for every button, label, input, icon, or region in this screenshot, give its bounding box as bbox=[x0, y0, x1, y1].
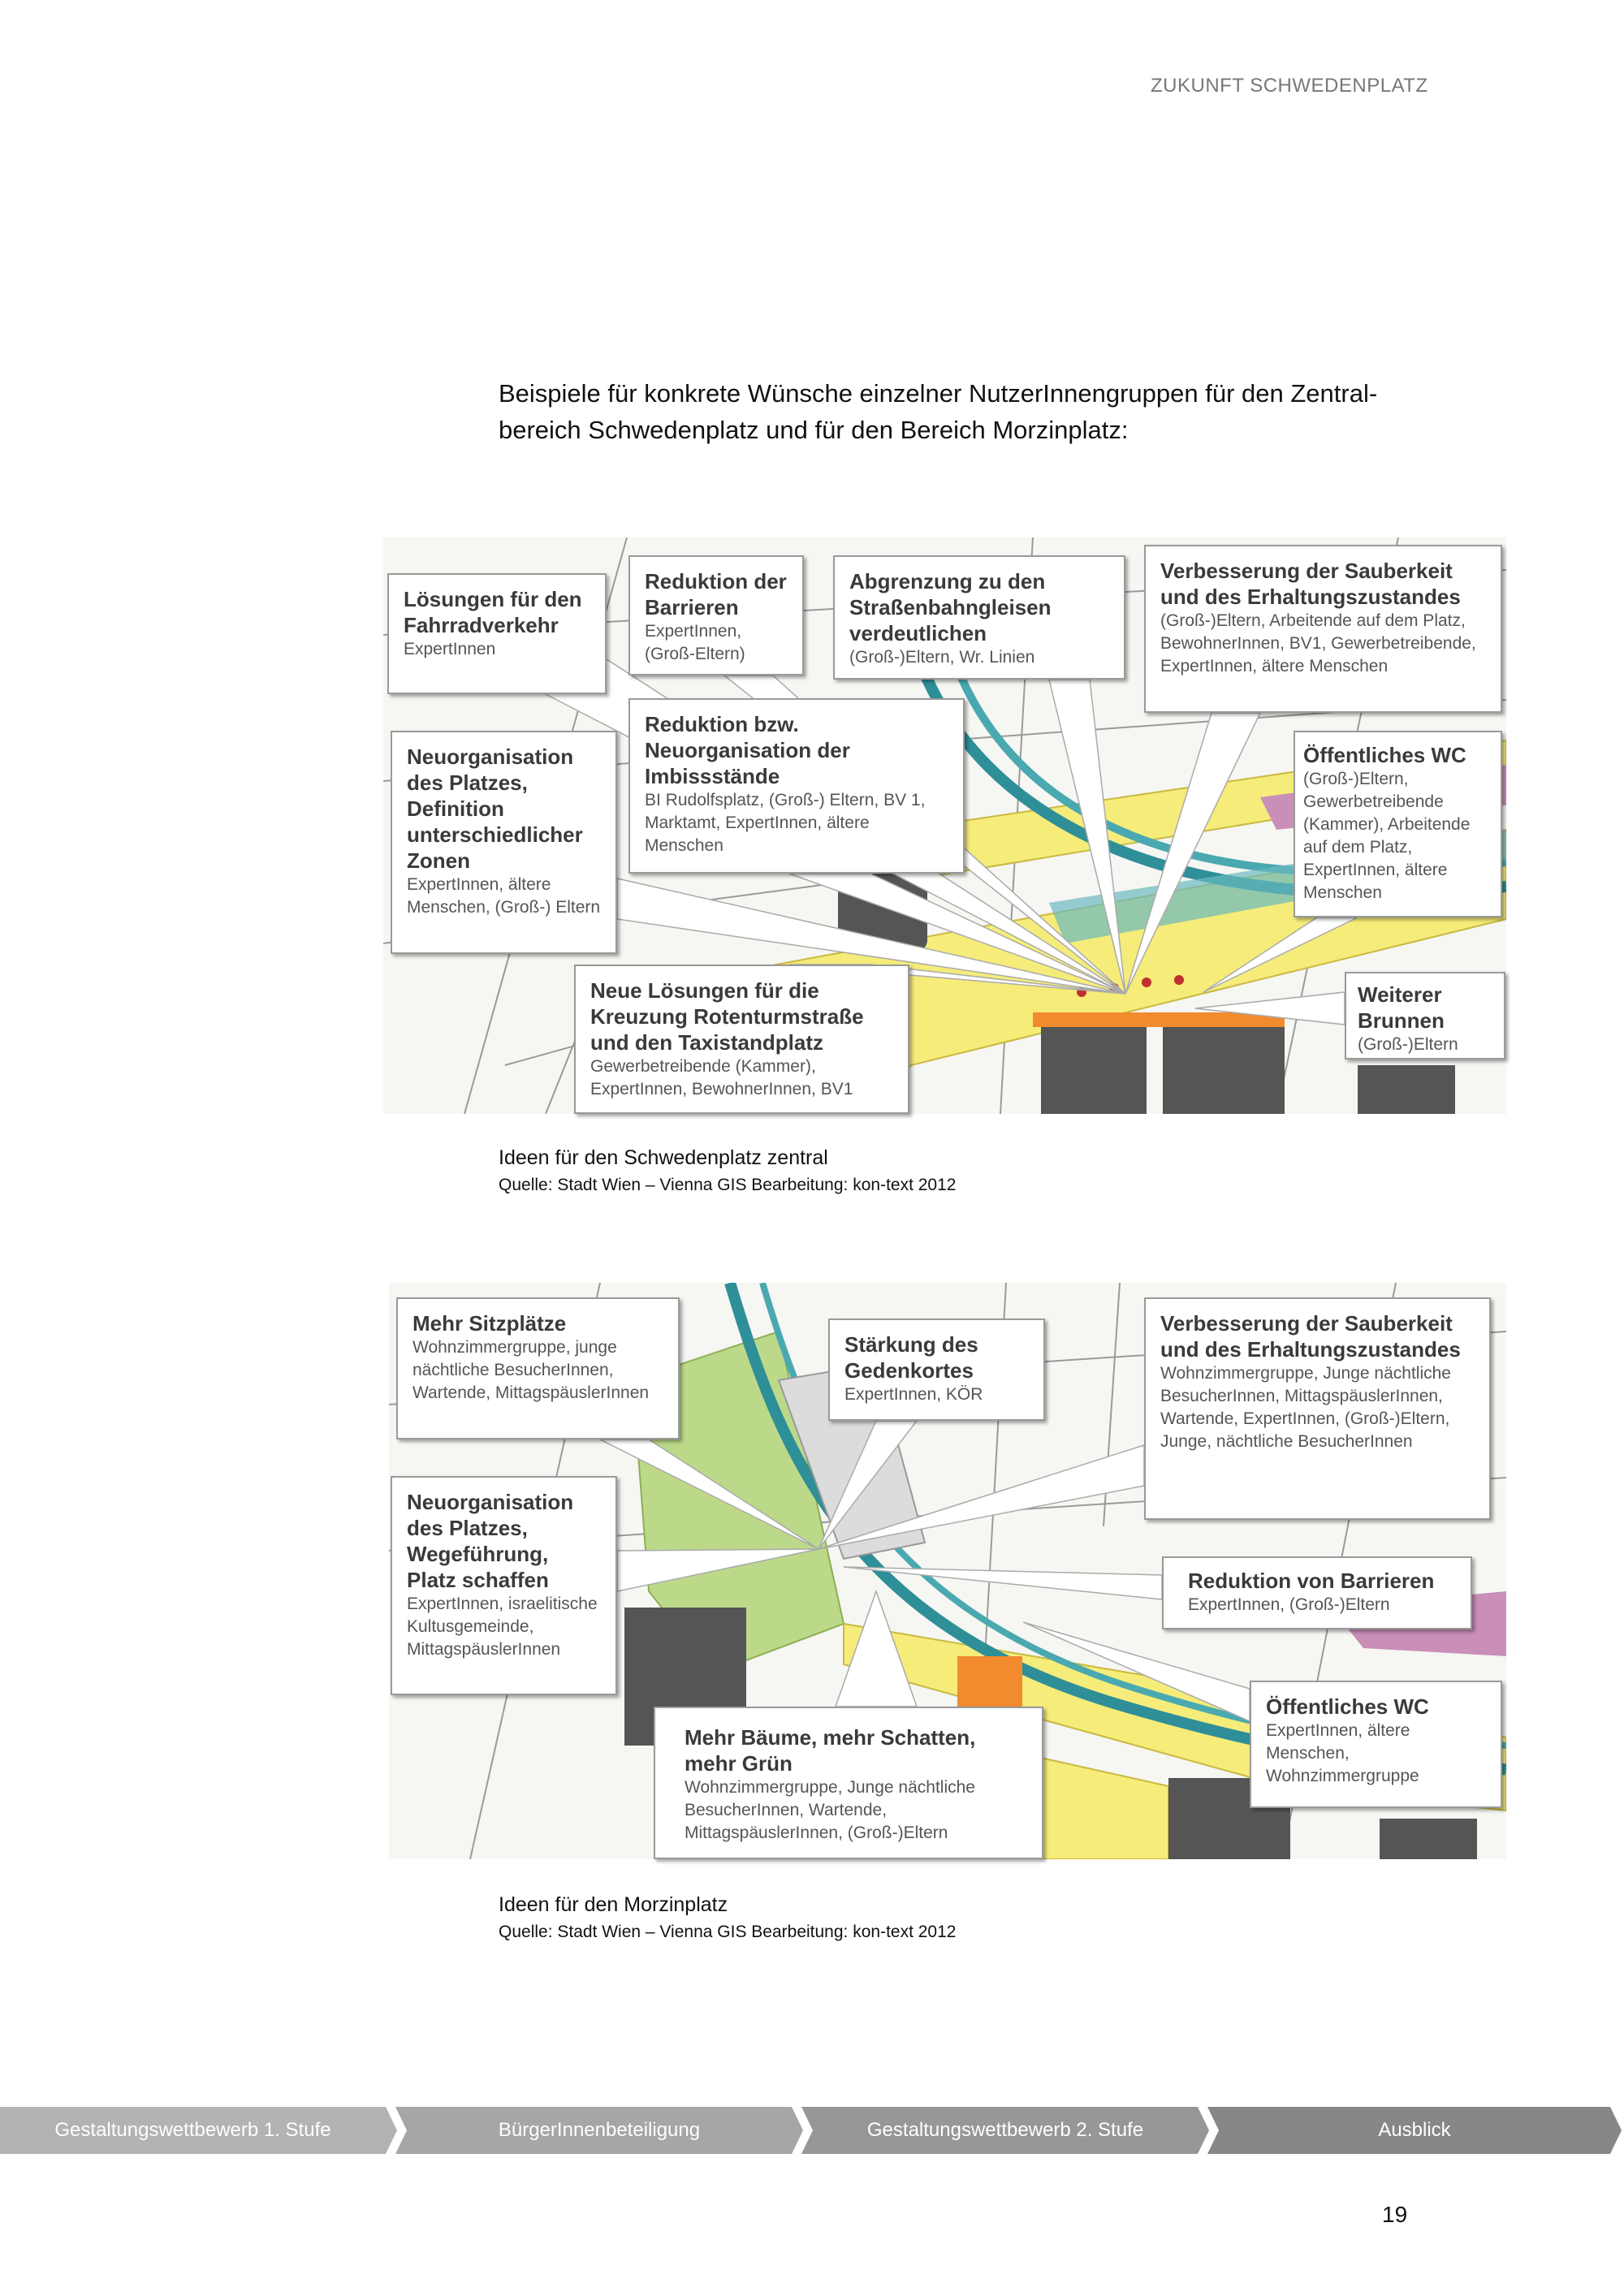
callout-groups: ExpertInnen, (Groß-Eltern) bbox=[645, 622, 745, 663]
callout-groups: Wohnzimmergruppe, Junge nächtliche Besuc… bbox=[685, 1778, 975, 1842]
callout-sauberkeit: Verbesserung der Sauberkeit und des Erha… bbox=[1144, 545, 1502, 713]
figure-caption: Ideen für den Schwedenplatz zentral bbox=[499, 1146, 828, 1169]
callout-neuorganisation: Neuorganisation des Platzes, Definition … bbox=[391, 731, 617, 954]
step-ausblick[interactable]: Ausblick bbox=[1207, 2107, 1622, 2154]
step-label: BürgerInnenbeteiligung bbox=[498, 2119, 701, 2141]
callout-title: Weiterer Brunnen bbox=[1358, 982, 1445, 1033]
page-number: 19 bbox=[1382, 2202, 1408, 2227]
callout-title: Verbesserung der Sauberkeit und des Erha… bbox=[1160, 1311, 1461, 1362]
callout-title: Neuorganisation des Platzes, Definition … bbox=[407, 744, 583, 873]
callout-groups: ExpertInnen bbox=[404, 640, 496, 658]
callout-kreuzung: Neue Lösungen für die Kreuzung Rotenturm… bbox=[574, 965, 909, 1114]
callout-neuorganisation: Neuorganisation des Platzes, Wegeführung… bbox=[391, 1476, 617, 1695]
step-label: Gestaltungswettbewerb 1. Stufe bbox=[54, 2119, 331, 2141]
figure-caption: Ideen für den Morzinplatz bbox=[499, 1893, 728, 1916]
callout-groups: ExpertInnen, ältere Menschen, (Groß-) El… bbox=[407, 875, 601, 917]
callout-groups: ExpertInnen, israelitische Kultusgemeind… bbox=[407, 1595, 598, 1659]
figure-source: Quelle: Stadt Wien – Vienna GIS Bearbeit… bbox=[499, 1176, 957, 1194]
callout-title: Mehr Sitzplätze bbox=[412, 1311, 567, 1336]
callout-groups: Wohnzimmergruppe, Junge nächtliche Besuc… bbox=[1160, 1364, 1451, 1451]
callout-groups: (Groß-)Eltern, Wr. Linien bbox=[849, 648, 1035, 667]
callout-title: Stärkung des Gedenkortes bbox=[844, 1332, 978, 1383]
callout-strassenbahn: Abgrenzung zu den Straßenbahngleisen ver… bbox=[833, 555, 1125, 680]
callout-title: Verbesserung der Sauberkeit und des Erha… bbox=[1160, 559, 1461, 609]
callout-groups: ExpertInnen, ältere Menschen, Wohnzimmer… bbox=[1266, 1721, 1419, 1785]
callout-title: Neuorganisation des Platzes, Wegeführung… bbox=[407, 1490, 574, 1592]
callout-groups: ExpertInnen, (Groß-)Eltern bbox=[1188, 1595, 1390, 1614]
callout-imbissstaende: Reduktion bzw. Neuorganisation der Imbis… bbox=[628, 698, 965, 874]
callout-groups: ExpertInnen, KÖR bbox=[844, 1385, 983, 1404]
process-navigation-bar: Gestaltungswettbewerb 1. Stufe BürgerInn… bbox=[0, 2107, 1624, 2154]
callout-pointers bbox=[599, 1420, 1250, 1723]
callout-title: Reduktion bzw. Neuorganisation der Imbis… bbox=[645, 712, 850, 788]
callout-title: Neue Lösungen für die Kreuzung Rotenturm… bbox=[590, 978, 864, 1055]
callout-title: Öffentliches WC bbox=[1266, 1694, 1429, 1719]
figure-source: Quelle: Stadt Wien – Vienna GIS Bearbeit… bbox=[499, 1923, 957, 1941]
step-gestaltungswettbewerb-2[interactable]: Gestaltungswettbewerb 2. Stufe bbox=[801, 2107, 1209, 2154]
callout-groups: (Groß-)Eltern bbox=[1358, 1035, 1458, 1054]
callout-title: Reduktion von Barrieren bbox=[1188, 1569, 1435, 1593]
step-label: Gestaltungswettbewerb 2. Stufe bbox=[866, 2119, 1144, 2141]
step-label: Ausblick bbox=[1378, 2119, 1451, 2141]
callout-brunnen: Weiterer Brunnen (Groß-)Eltern bbox=[1345, 972, 1505, 1060]
intro-paragraph: Beispiele für konkrete Wünsche einzelner… bbox=[499, 379, 1378, 444]
callout-groups: Wohnzimmergruppe, junge nächtliche Besuc… bbox=[412, 1338, 650, 1402]
callout-title: Reduktion der Barrieren bbox=[645, 569, 787, 619]
callout-title: Lösungen für den Fahrradverkehr bbox=[404, 587, 582, 637]
callout-sauberkeit: Verbesserung der Sauberkeit und des Erha… bbox=[1144, 1297, 1491, 1520]
callout-title: Abgrenzung zu den Straßenbahngleisen ver… bbox=[849, 569, 1052, 645]
callout-title: Mehr Bäume, mehr Schatten, mehr Grün bbox=[685, 1725, 976, 1776]
running-header: ZUKUNFT SCHWEDENPLATZ bbox=[1151, 75, 1428, 97]
callout-title: Öffentliches WC bbox=[1303, 743, 1466, 767]
callout-groups: (Groß-)Eltern, Arbeitende auf dem Platz,… bbox=[1160, 611, 1476, 675]
step-buergerinnenbeteiligung[interactable]: BürgerInnenbeteiligung bbox=[395, 2107, 803, 2154]
callout-groups: (Groß-)Eltern, Gewerbetreibende (Kammer)… bbox=[1303, 770, 1471, 902]
callout-groups: BI Rudolfsplatz, (Groß-) Eltern, BV 1, M… bbox=[645, 791, 926, 855]
step-gestaltungswettbewerb-1[interactable]: Gestaltungswettbewerb 1. Stufe bbox=[0, 2107, 397, 2154]
callout-groups: Gewerbetreibende (Kammer), ExpertInnen, … bbox=[590, 1057, 853, 1098]
callout-wc: Öffentliches WC (Groß-)Eltern, Gewerbetre… bbox=[1294, 731, 1502, 917]
